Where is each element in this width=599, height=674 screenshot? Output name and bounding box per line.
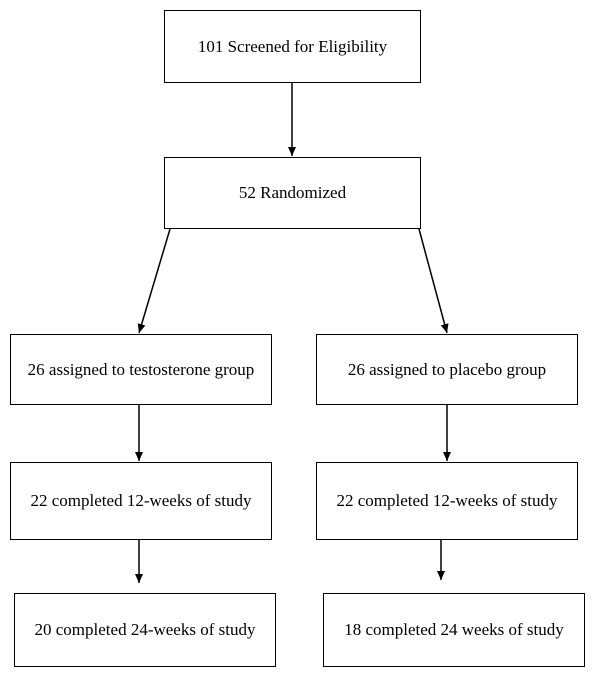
testosterone-12wk-box: 22 completed 12-weeks of study [10, 462, 272, 540]
placebo-24wk-box: 18 completed 24 weeks of study [323, 593, 585, 667]
placebo-24wk-label: 18 completed 24 weeks of study [344, 620, 564, 639]
testosterone-assigned-label: 26 assigned to testosterone group [27, 359, 255, 379]
screened-label: 101 Screened for Eligibility [197, 36, 388, 56]
testosterone-24wk-label: 20 completed 24-weeks of study [34, 620, 256, 639]
testosterone-assigned-box: 26 assigned to testosterone group [10, 334, 272, 405]
placebo-12wk-box: 22 completed 12-weeks of study [316, 462, 578, 540]
screened-box: 101 Screened for Eligibility [164, 10, 421, 83]
placebo-assigned-box: 26 assigned to placebo group [316, 334, 578, 405]
testosterone-24wk-box: 20 completed 24-weeks of study [14, 593, 276, 667]
placebo-assigned-label: 26 assigned to placebo group [347, 359, 547, 379]
placebo-12wk-label: 22 completed 12-weeks of study [336, 491, 558, 510]
testosterone-12wk-label: 22 completed 12-weeks of study [30, 491, 252, 510]
randomized-box: 52 Randomized [164, 157, 421, 229]
arrow-randomized-to-testosterone [137, 228, 171, 334]
arrow-randomized-to-placebo [418, 228, 449, 334]
randomized-label: 52 Randomized [238, 183, 347, 202]
